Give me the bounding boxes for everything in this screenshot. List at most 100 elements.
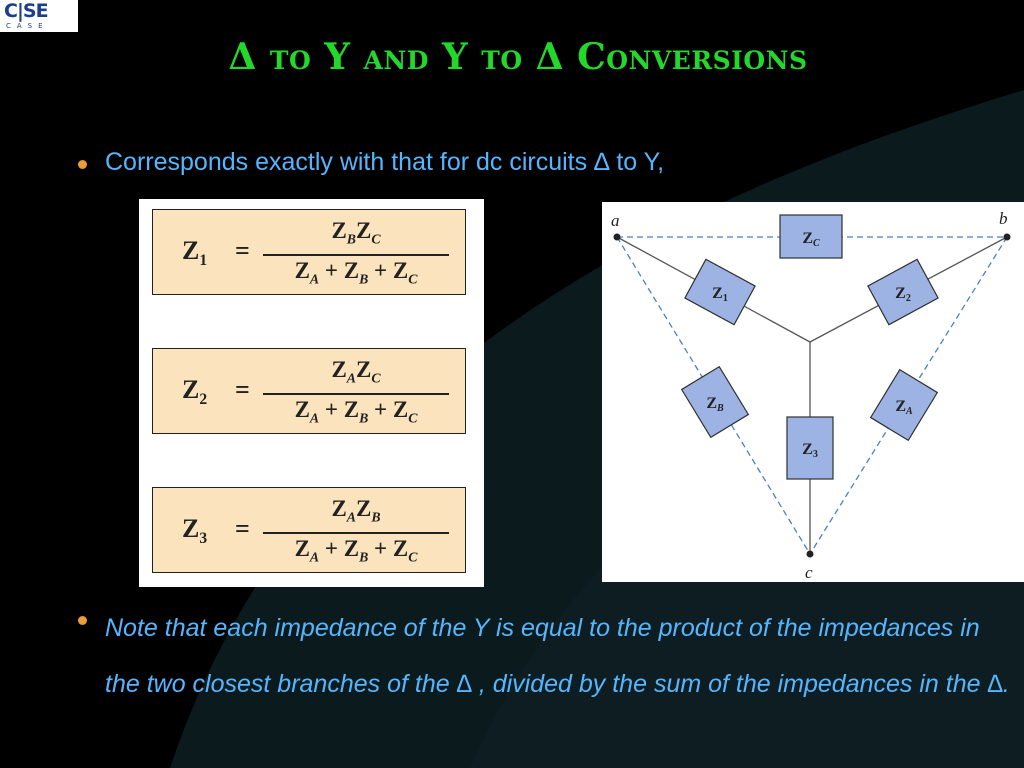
impedance-term: ZB bbox=[343, 397, 369, 426]
za-symbol: Z bbox=[895, 398, 906, 415]
lhs-subscript: 3 bbox=[199, 530, 208, 548]
impedance-term: ZA bbox=[331, 357, 356, 386]
equation-numerator: ZAZC bbox=[263, 357, 449, 387]
impedance-subscript: B bbox=[359, 549, 369, 565]
impedance-subscript: A bbox=[309, 410, 320, 426]
delta-edges bbox=[616, 236, 1008, 555]
impedance-term: ZA bbox=[294, 258, 320, 287]
fraction-bar bbox=[263, 254, 449, 256]
wye-edges bbox=[616, 236, 1008, 554]
zb-subscript: B bbox=[716, 403, 724, 414]
z2-subscript: 2 bbox=[906, 293, 911, 304]
svg-text:ZB: ZB bbox=[706, 395, 724, 414]
impedance-subscript: A bbox=[309, 549, 320, 565]
circuit-svg: a b c ZC Z1 Z2 ZB ZA Z3 bbox=[611, 209, 1011, 582]
impedance-subscript: A bbox=[346, 370, 356, 386]
equation-numerator: ZAZB bbox=[263, 496, 449, 526]
plus-sign: + bbox=[319, 258, 344, 283]
impedance-box-zc: ZC bbox=[779, 214, 843, 259]
bullet-text-2: Note that each impedance of the Y is equ… bbox=[105, 614, 1010, 698]
equation-numerator: ZBZC bbox=[263, 218, 449, 248]
z1-subscript: 1 bbox=[723, 293, 728, 304]
lhs-symbol: Z bbox=[182, 375, 200, 404]
equation-denominator: ZA + ZB + ZC bbox=[263, 536, 449, 566]
z2-symbol: Z bbox=[895, 285, 906, 302]
zc-symbol: Z bbox=[802, 230, 813, 247]
impedance-term: ZB bbox=[343, 258, 369, 287]
equation-lhs: Z1 bbox=[182, 236, 207, 270]
za-subscript: A bbox=[905, 406, 913, 417]
impedance-term: ZC bbox=[392, 397, 418, 426]
svg-text:Z2: Z2 bbox=[895, 285, 911, 304]
equation-lhs: Z2 bbox=[182, 375, 207, 409]
equation-denominator: ZA + ZB + ZC bbox=[263, 397, 449, 427]
equals-sign: = bbox=[235, 236, 250, 265]
svg-text:ZC: ZC bbox=[802, 230, 820, 249]
equation-z1: Z1 = ZBZC ZA + ZB + ZC bbox=[152, 209, 466, 295]
impedance-box-z2: Z2 bbox=[867, 258, 939, 326]
svg-text:Z1: Z1 bbox=[712, 285, 728, 304]
lhs-subscript: 2 bbox=[199, 391, 208, 409]
impedance-term: ZC bbox=[356, 357, 381, 386]
bullet-dot bbox=[78, 160, 87, 169]
impedance-subscript: C bbox=[408, 271, 418, 287]
plus-sign: + bbox=[368, 397, 393, 422]
fraction-bar bbox=[263, 532, 449, 534]
impedance-term: ZB bbox=[356, 496, 381, 525]
logo-main-text: C|SE bbox=[4, 0, 49, 22]
delta-wye-diagram: a b c ZC Z1 Z2 ZB ZA Z3 bbox=[602, 202, 1024, 582]
impedance-term: ZA bbox=[331, 496, 356, 525]
node-c bbox=[806, 550, 814, 558]
impedance-term: ZC bbox=[392, 536, 418, 565]
impedance-subscript: B bbox=[359, 271, 369, 287]
node-label-c: c bbox=[805, 563, 813, 582]
impedance-box-za: ZA bbox=[869, 368, 939, 442]
plus-sign: + bbox=[368, 536, 393, 561]
impedance-box-zb: ZB bbox=[680, 365, 750, 439]
impedance-term: ZB bbox=[331, 218, 356, 247]
lhs-symbol: Z bbox=[182, 514, 200, 543]
impedance-subscript: C bbox=[371, 370, 381, 386]
impedance-box-z3: Z3 bbox=[786, 416, 834, 480]
impedance-subscript: A bbox=[346, 509, 356, 525]
equals-sign: = bbox=[235, 514, 250, 543]
equals-sign: = bbox=[235, 375, 250, 404]
impedance-box-z1: Z1 bbox=[684, 258, 756, 326]
zc-subscript: C bbox=[813, 238, 820, 249]
equation-z3: Z3 = ZAZB ZA + ZB + ZC bbox=[152, 487, 466, 573]
equation-z2: Z2 = ZAZC ZA + ZB + ZC bbox=[152, 348, 466, 434]
svg-text:Z3: Z3 bbox=[802, 441, 818, 460]
bullet-text-1: Corresponds exactly with that for dc cir… bbox=[105, 148, 665, 176]
impedance-term: ZB bbox=[343, 536, 369, 565]
lhs-subscript: 1 bbox=[199, 252, 208, 270]
impedance-subscript: C bbox=[408, 410, 418, 426]
impedance-subscript: B bbox=[371, 509, 381, 525]
plus-sign: + bbox=[368, 258, 393, 283]
impedance-subscript: B bbox=[346, 231, 356, 247]
z3-subscript: 3 bbox=[813, 449, 818, 460]
svg-text:ZA: ZA bbox=[895, 398, 913, 417]
impedance-subscript: C bbox=[371, 231, 381, 247]
impedance-term: ZC bbox=[356, 218, 381, 247]
plus-sign: + bbox=[319, 536, 344, 561]
equations-panel: Z1 = ZBZC ZA + ZB + ZC Z2 = ZAZC ZA + ZB… bbox=[139, 199, 484, 587]
slide-title: Δ to Y and Y to Δ Conversions bbox=[228, 36, 808, 78]
logo-sub-text: CASE bbox=[6, 22, 49, 30]
z1-symbol: Z bbox=[712, 285, 723, 302]
zb-symbol: Z bbox=[706, 395, 717, 412]
fraction-bar bbox=[263, 393, 449, 395]
impedance-term: ZA bbox=[294, 397, 320, 426]
impedance-subscript: A bbox=[309, 271, 320, 287]
impedance-term: ZA bbox=[294, 536, 320, 565]
bullet-dot bbox=[78, 616, 87, 625]
node-b bbox=[1003, 233, 1011, 241]
z3-symbol: Z bbox=[802, 441, 813, 458]
equation-denominator: ZA + ZB + ZC bbox=[263, 258, 449, 288]
case-logo: C|SE CASE bbox=[0, 0, 78, 32]
bullet-item-1: Corresponds exactly with that for dc cir… bbox=[78, 148, 665, 177]
plus-sign: + bbox=[319, 397, 344, 422]
equation-lhs: Z3 bbox=[182, 514, 207, 548]
bullet-item-2: Note that each impedance of the Y is equ… bbox=[78, 600, 1010, 712]
impedance-term: ZC bbox=[392, 258, 418, 287]
lhs-symbol: Z bbox=[182, 236, 200, 265]
